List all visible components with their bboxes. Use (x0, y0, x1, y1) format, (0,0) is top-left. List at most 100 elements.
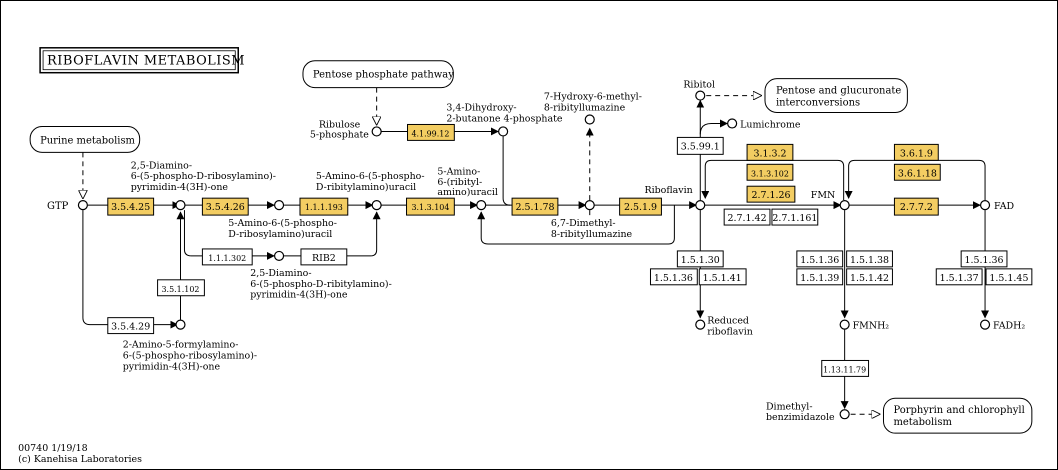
node-box (985, 268, 1033, 286)
node-box (796, 268, 844, 286)
enzyme-2-7-1-161[interactable]: 2.7.1.161 (771, 208, 819, 226)
enzyme-3-1-3-2[interactable]: 3.1.3.2 (746, 143, 794, 161)
compound-label: Lumichrome (740, 119, 801, 130)
enzyme-3-1-3-102[interactable]: 3.1.3.102 (746, 163, 794, 181)
node-box (406, 197, 455, 216)
enzyme-2-7-1-26[interactable]: 2.7.1.26 (746, 185, 796, 203)
node-aminoribosyl-uracil[interactable] (273, 200, 285, 211)
node-box (882, 397, 1033, 434)
enzyme-3-6-1-18[interactable]: 3.6.1.18 (893, 163, 941, 181)
enzyme-label: 1.5.1.42 (850, 273, 889, 284)
node-formylamino[interactable] (175, 319, 186, 330)
node-hydroxy-lumazine[interactable] (584, 114, 595, 125)
enzyme-1-5-1-37[interactable]: 1.5.1.37 (935, 268, 983, 286)
node-box (723, 208, 771, 226)
svg-text:interconversions: interconversions (776, 98, 860, 109)
enzyme-3-1-3-104[interactable]: 3.1.3.104 (406, 197, 455, 216)
enzyme-label: 1.5.1.38 (850, 255, 889, 266)
enzyme-label: 2.5.1.9 (624, 202, 657, 213)
node-box (511, 197, 559, 216)
compound-label: 2,5-Diamino- (131, 160, 192, 171)
node-diamino-ribityl[interactable] (273, 250, 285, 261)
enzyme-2-7-1-42[interactable]: 2.7.1.42 (723, 208, 771, 226)
enzyme-3-5-1-102[interactable]: 3.5.1.102 (157, 279, 205, 297)
node-box (698, 268, 747, 286)
node-fad[interactable] (979, 200, 991, 211)
node-reduced-riboflavin[interactable] (695, 319, 706, 330)
map-link-purine[interactable]: Purine metabolism (29, 125, 141, 153)
compound-label: 2-Amino-5-formylamino- (123, 340, 239, 351)
enzyme-label: 2.7.1.42 (728, 213, 767, 224)
enzyme-1-1-1-302[interactable]: 1.1.1.302 (201, 248, 253, 266)
node-box (201, 248, 253, 266)
map-link-pentose-phosphate[interactable]: Pentose phosphate pathway (302, 60, 454, 89)
node-amino-ribityl-uracil[interactable] (476, 200, 487, 211)
node-box (29, 125, 141, 153)
enzyme-1-5-1-41[interactable]: 1.5.1.41 (698, 268, 747, 286)
compound-label: 6-(5-phospho-ribosylamino)- (123, 350, 257, 361)
map-link-porphyrin[interactable]: Porphyrin and chlorophyll metabolism (882, 397, 1033, 434)
node-dimethylbenzimidazole[interactable] (839, 409, 850, 420)
node-ribitol[interactable] (695, 90, 706, 101)
node-box (201, 197, 249, 216)
node-riboflavin[interactable] (695, 200, 706, 211)
enzyme-1-1-1-193[interactable]: 1.1.1.193 (299, 197, 349, 216)
node-fmnh2[interactable] (839, 319, 850, 330)
compound-label: Ribulose (319, 119, 361, 130)
node-dhbp[interactable] (498, 126, 509, 137)
node-box (302, 60, 454, 89)
enzyme-1-5-1-36-b[interactable]: 1.5.1.36 (796, 250, 844, 268)
enzyme-label: 1.5.1.36 (800, 255, 839, 266)
enzyme-2-7-7-2[interactable]: 2.7.7.2 (893, 197, 939, 216)
node-gtp[interactable] (77, 200, 88, 211)
compound-label: 6-(ribityl- (437, 177, 482, 188)
node-box (846, 268, 893, 286)
node-box (771, 208, 819, 226)
enzyme-3-5-4-26[interactable]: 3.5.4.26 (201, 197, 249, 216)
node-diamino-ribosylamino[interactable] (175, 200, 186, 211)
enzyme-2-5-1-78[interactable]: 2.5.1.78 (511, 197, 559, 216)
enzyme-1-5-1-36-c[interactable]: 1.5.1.36 (960, 250, 1008, 268)
enzyme-label: 3.1.3.104 (411, 203, 449, 212)
enzyme-1-5-1-38[interactable]: 1.5.1.38 (846, 250, 893, 268)
compound-label: FADH₂ (993, 321, 1025, 332)
enzyme-label: 3.6.1.18 (898, 168, 937, 179)
node-lumichrome[interactable] (727, 118, 738, 129)
map-link-pentose-glucuronate[interactable]: Pentose and glucuronate interconversions (764, 78, 908, 114)
compound-label: D-ribitylamino)uracil (316, 182, 416, 193)
enzyme-label: 3.1.3.2 (753, 148, 786, 159)
compound-label: Dimethyl- (766, 401, 813, 412)
enzyme-rib2[interactable]: RIB2 (300, 248, 348, 266)
node-box (796, 250, 844, 268)
enzyme-1-5-1-45[interactable]: 1.5.1.45 (985, 268, 1033, 286)
enzyme-1-5-1-42[interactable]: 1.5.1.42 (846, 268, 893, 286)
node-box (407, 123, 455, 141)
svg-text:Pentose phosphate pathway: Pentose phosphate pathway (313, 70, 454, 81)
enzyme-3-6-1-9[interactable]: 3.6.1.9 (893, 143, 939, 161)
enzyme-1-5-1-30[interactable]: 1.5.1.30 (676, 250, 724, 268)
enzyme-1-5-1-39[interactable]: 1.5.1.39 (796, 268, 844, 286)
compound-label: FMN (811, 190, 835, 201)
node-fmn[interactable] (839, 200, 850, 211)
enzyme-1-5-1-36-a[interactable]: 1.5.1.36 (649, 268, 698, 286)
node-fadh2[interactable] (979, 319, 991, 330)
node-box (960, 250, 1008, 268)
svg-text:Pentose and glucuronate: Pentose and glucuronate (776, 86, 901, 97)
enzyme-3-5-99-1[interactable]: 3.5.99.1 (676, 136, 724, 155)
enzyme-4-1-99-12[interactable]: 4.1.99.12 (407, 123, 455, 141)
compound-label: 5-Amino- (437, 166, 480, 177)
enzyme-3-5-4-25[interactable]: 3.5.4.25 (107, 197, 155, 216)
enzyme-1-13-11-79[interactable]: 1.13.11.79 (821, 359, 870, 377)
node-box (893, 163, 941, 181)
compound-label: pyrimidin-4(3H)-one (123, 361, 221, 372)
node-ribulose-5p[interactable] (371, 126, 382, 137)
enzyme-3-5-4-29[interactable]: 3.5.4.29 (107, 317, 155, 335)
node-dimethyl-ribityllumazine[interactable] (584, 200, 595, 211)
enzyme-label: 3.5.4.29 (111, 322, 150, 333)
enzyme-2-5-1-9[interactable]: 2.5.1.9 (619, 197, 662, 216)
enzyme-label: 1.5.1.36 (654, 273, 693, 284)
compound-label: Reduced (707, 316, 749, 327)
node-box (821, 359, 870, 377)
node-aminophospho-ribityl[interactable] (371, 200, 382, 211)
